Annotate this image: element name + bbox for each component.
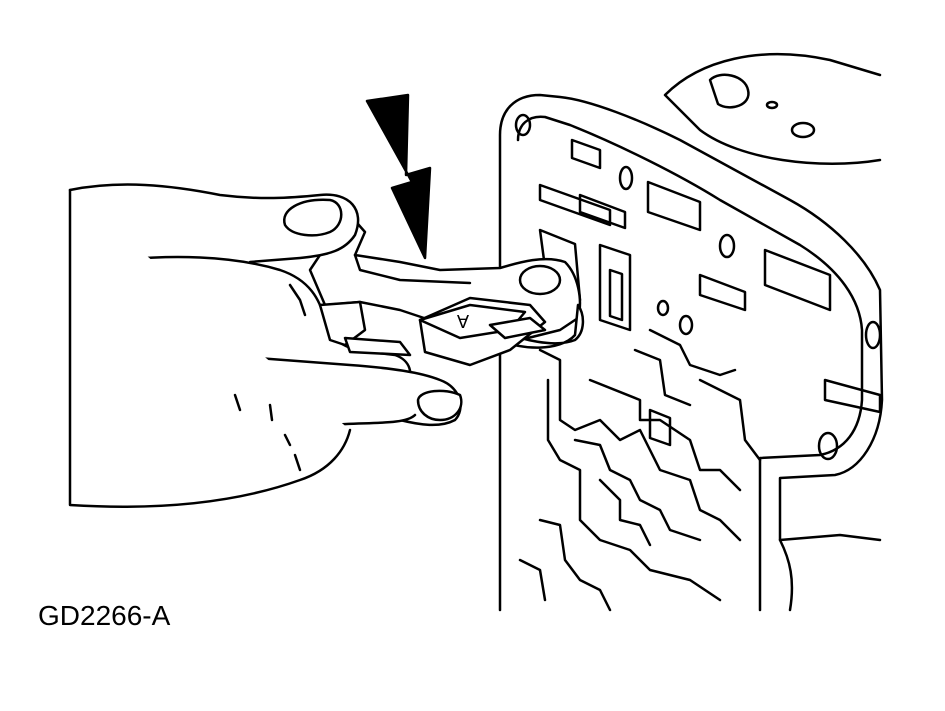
plate-bolt-hole [718,233,736,259]
case-bolt-hole [765,100,779,110]
plate-inner-edge [516,115,864,612]
case-bolt-hole [790,121,816,139]
part-letter-label: A [457,311,469,331]
arrow-icon [365,93,432,260]
passage [578,193,627,230]
plate-bolt-hole [678,314,694,336]
part-block [418,296,547,367]
passage [698,273,747,312]
passage [823,378,882,414]
tool-head [498,303,585,349]
finger-tip [343,336,412,357]
passage [646,180,702,232]
thumbnail [283,198,343,237]
tool-edge [353,253,472,285]
fluid-channel [598,478,652,547]
part-block-tab [488,316,547,340]
thumb [68,183,360,264]
plate-bolt-hole [864,320,882,350]
fluid-channel [518,558,547,602]
passage [598,243,632,332]
separator-plate [498,93,884,612]
plate-bolt-hole [817,431,839,461]
valve-body [498,53,884,612]
fluid-channel [538,518,612,612]
passage [570,138,602,170]
passage [538,183,612,227]
passage [608,268,624,322]
fluid-channel [588,378,742,492]
plate-bolt-hole [656,299,670,317]
knuckle [233,283,307,472]
fluid-channel [538,348,742,542]
fluid-channel [778,533,882,542]
plate-bolt-hole [514,113,532,137]
fingernail [416,389,463,422]
passage [763,248,832,312]
case-lug [708,73,750,109]
palm-edge [68,188,352,508]
plate-bolt-hole [618,165,634,191]
passage [648,408,672,447]
fluid-channel [573,438,702,542]
tool-pivot-hole [518,264,562,296]
fluid-channel [633,348,692,407]
case-casting [663,53,882,165]
fluid-channel [648,328,737,377]
fluid-channel [698,378,762,462]
arrow-shape [365,93,432,260]
hand [68,183,463,508]
tool-part-a: A [308,213,585,367]
figure-id-label: GD2266-A [38,600,171,631]
fluid-channel [546,378,722,602]
